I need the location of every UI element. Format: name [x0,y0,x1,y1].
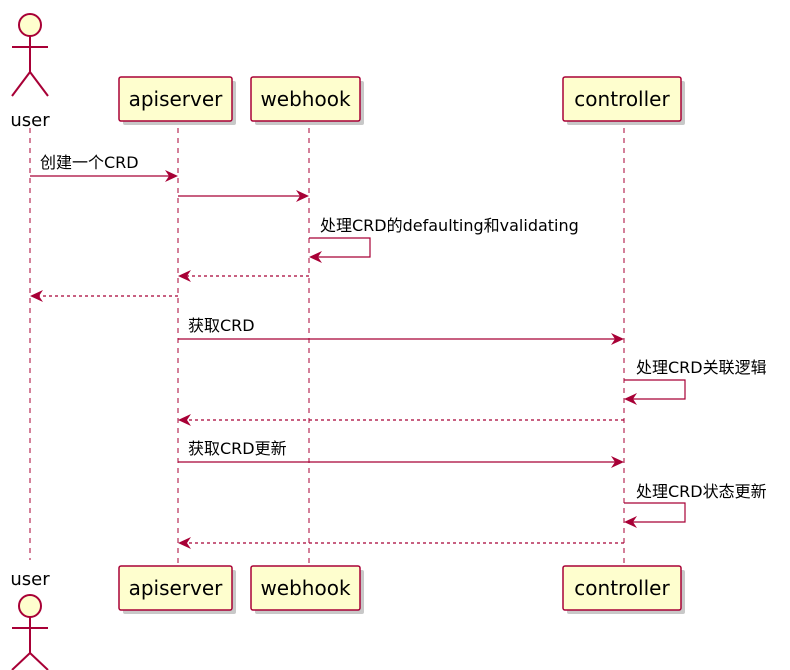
message-8 [178,414,624,426]
message-label: 创建一个CRD [40,153,139,172]
message-label: 处理CRD状态更新 [636,482,767,501]
message-6: 获取CRD [178,316,624,345]
participant-label: webhook [260,87,351,111]
participant-label: apiserver [129,87,224,111]
message-label: 处理CRD的defaulting和validating [320,216,579,235]
actor-head [18,594,42,618]
message-2 [178,190,309,202]
participant-label: apiserver [129,576,224,600]
message-label: 获取CRD更新 [188,439,287,458]
participant-apiserver-bottom: apiserver [118,565,236,614]
actor-label-bottom: user [10,569,50,590]
message-label: 处理CRD关联逻辑 [636,358,767,377]
message-label: 获取CRD [188,316,255,335]
message-5 [30,290,178,302]
participant-label: webhook [260,576,351,600]
message-3-self: 处理CRD的defaulting和validating [309,216,579,263]
participant-apiserver-top: apiserver [118,76,236,125]
message-7-self: 处理CRD关联逻辑 [624,358,767,405]
message-9: 获取CRD更新 [178,439,624,468]
actor-user-top: user [10,13,50,131]
participant-label: controller [574,87,670,111]
participant-webhook-top: webhook [250,76,364,125]
actor-label-top: user [10,110,50,131]
message-1: 创建一个CRD [30,153,178,182]
actor-user-bottom: user [10,569,50,670]
participant-controller-bottom: controller [562,565,685,614]
participant-label: controller [574,576,670,600]
participant-controller-top: controller [562,76,685,125]
actor-head [18,13,42,37]
message-11 [178,537,624,549]
message-4 [178,270,309,282]
message-10-self: 处理CRD状态更新 [624,482,767,528]
participant-webhook-bottom: webhook [250,565,364,614]
